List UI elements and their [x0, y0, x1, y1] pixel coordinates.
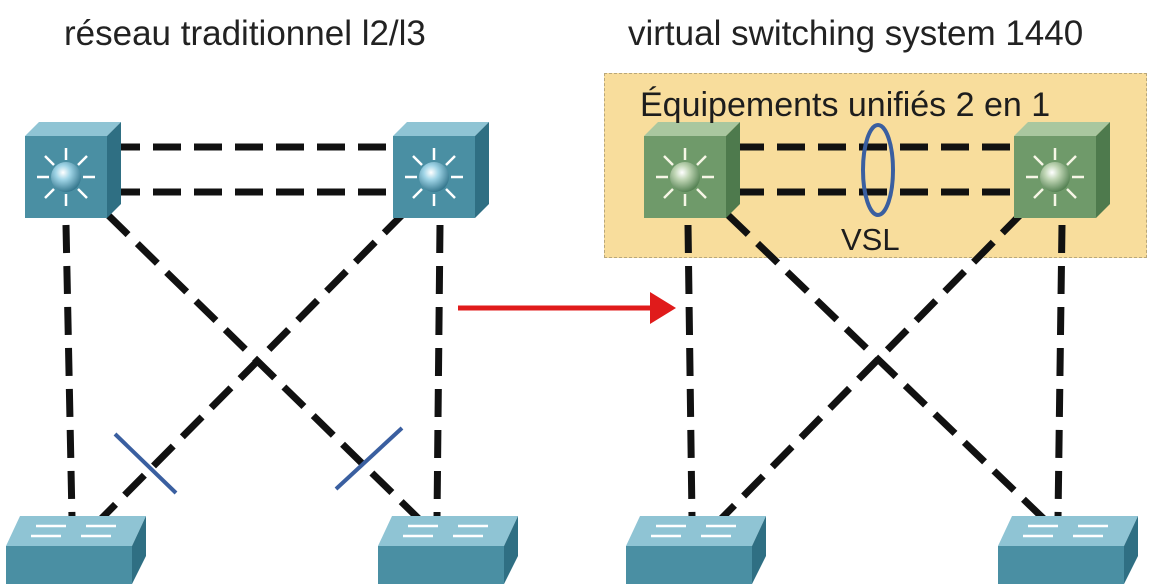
right-title: virtual switching system 1440 [628, 14, 1084, 53]
uplink-cross-b [97, 210, 407, 523]
vss-uplink-right-straight [1054, 224, 1066, 519]
transition-arrow [458, 292, 676, 324]
blocked-link-mark-right [334, 426, 404, 491]
vss-access-switch-b-icon [998, 516, 1138, 584]
vss-uplink-cross-a [725, 212, 1048, 523]
core-switch-left-b-icon [393, 122, 489, 218]
vsl-ring [861, 123, 895, 217]
blocked-link-mark-left [113, 432, 178, 495]
vss-uplink-left-straight [684, 224, 696, 519]
vss-uplink-cross-b [717, 210, 1025, 523]
vss-core-switch-a-icon [644, 122, 740, 218]
left-links [62, 143, 444, 523]
right-links [684, 143, 1066, 523]
uplink-left-straight [62, 224, 76, 519]
vsl-label: VSL [841, 222, 900, 257]
access-switch-left-a-icon [6, 516, 146, 584]
core-switch-left-a-icon [25, 122, 121, 218]
vss-core-switch-b-icon [1014, 122, 1110, 218]
uplink-right-straight [433, 224, 444, 519]
uplink-cross-a [105, 212, 423, 523]
vss-access-switch-a-icon [626, 516, 766, 584]
left-title: réseau traditionnel l2/l3 [64, 14, 426, 53]
access-switch-left-b-icon [378, 516, 518, 584]
vss-box-label: Équipements unifiés 2 en 1 [640, 86, 1051, 124]
